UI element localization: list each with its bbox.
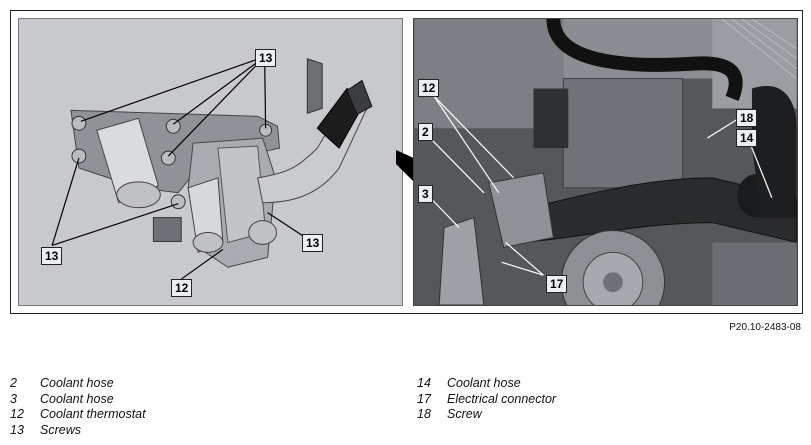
thermostat-detail-panel: 13 13 13 12 [18, 18, 403, 306]
callout-3: 3 [418, 185, 433, 203]
engine-illustration [414, 19, 797, 305]
callout-18: 18 [736, 109, 758, 127]
image-reference: P20.10-2483-08 [729, 322, 801, 333]
callout-14: 14 [736, 129, 758, 147]
callout-12-left: 12 [171, 279, 193, 297]
thermostat-illustration [51, 56, 373, 280]
callout-13-right: 13 [302, 234, 324, 252]
engine-photo-panel: 12 2 3 17 18 14 [413, 18, 798, 306]
callout-17: 17 [546, 275, 568, 293]
callout-13-left: 13 [41, 247, 63, 265]
callout-12-right: 12 [418, 79, 440, 97]
detail-pointer [396, 150, 418, 186]
callout-2: 2 [418, 123, 433, 141]
callout-13-top: 13 [255, 49, 277, 67]
